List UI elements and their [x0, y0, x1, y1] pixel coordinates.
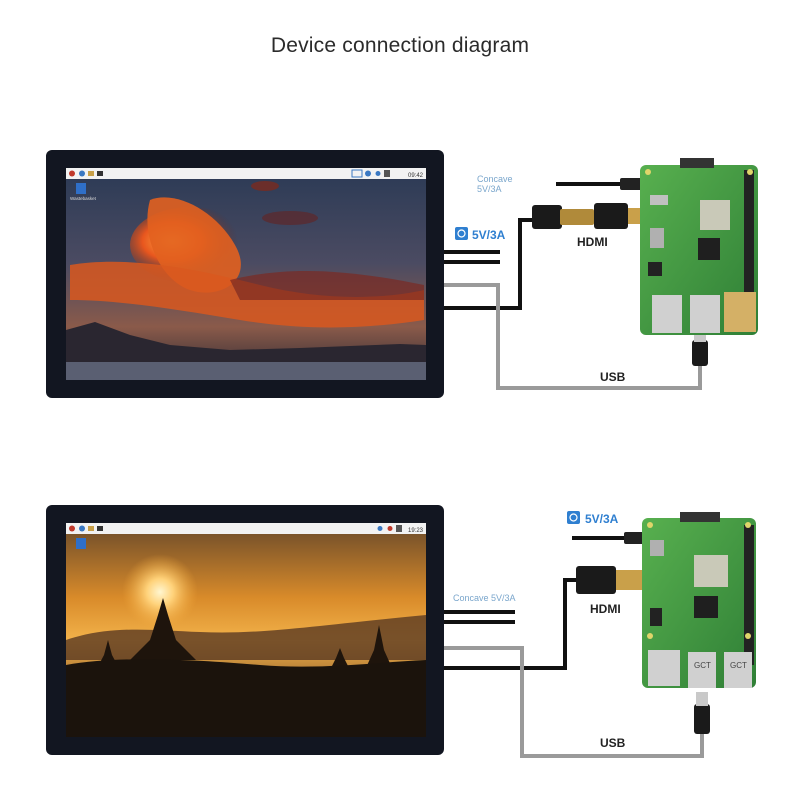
bottom-bluetooth-icon	[377, 526, 383, 531]
top-hdmi-plug	[532, 205, 562, 229]
diagram-title: Device connection diagram	[270, 34, 530, 57]
bottom-power-plug	[624, 532, 646, 544]
top-ram	[698, 238, 720, 260]
top-camera-connector	[680, 158, 714, 168]
top-setup: 09:42 Wastebasket	[46, 150, 758, 398]
bottom-power-badge: 5V/3A	[567, 511, 619, 526]
top-usb-label: USB	[600, 370, 626, 384]
top-power-icon	[455, 227, 468, 240]
top-taskbar	[66, 168, 426, 179]
top-concave-label-1: Concave	[477, 174, 513, 184]
bottom-browser-icon	[79, 525, 85, 532]
top-tray-icon	[351, 169, 363, 178]
top-hdmi-adapter-gold	[560, 209, 594, 225]
bottom-setup: 19:23 5V/3A	[46, 505, 756, 758]
bottom-network-icon	[387, 526, 393, 531]
bottom-gpio-header	[744, 525, 754, 665]
bottom-concave-label: Concave 5V/3A	[453, 593, 516, 603]
bottom-mount-hole-3	[647, 633, 653, 639]
top-usb-cable	[444, 283, 702, 390]
bottom-trash-icon	[76, 538, 86, 549]
bottom-hdmi-cable	[444, 578, 580, 670]
bottom-power-label: 5V/3A	[585, 512, 619, 526]
top-trash-label: Wastebasket	[70, 196, 97, 201]
top-ethernet-port	[724, 292, 756, 332]
bottom-usb-port-2	[724, 652, 752, 688]
top-trash-icon	[76, 183, 86, 194]
bottom-power-icon	[567, 511, 580, 524]
top-power-symbol	[457, 229, 466, 238]
top-usb-plug	[692, 340, 708, 366]
top-wifi-icon	[375, 171, 381, 176]
top-power-badge: 5V/3A	[455, 227, 506, 242]
bottom-hdmi-label: HDMI	[590, 602, 621, 616]
bottom-usbc-port	[650, 540, 664, 556]
bottom-usb-plug	[694, 704, 710, 734]
bottom-usb-port-label-1: GCT	[694, 661, 711, 670]
top-concave-label-2: 5V/3A	[477, 184, 502, 194]
top-browser-icon	[79, 170, 85, 177]
bottom-foreground-trees	[66, 659, 426, 737]
bottom-audio-port	[650, 608, 662, 626]
top-monitor: 09:42 Wastebasket	[46, 150, 444, 398]
bottom-pagoda-right	[365, 625, 393, 670]
bottom-pagoda-small	[330, 648, 350, 670]
top-mount-hole-1	[645, 169, 651, 175]
bottom-camera-connector	[680, 512, 720, 522]
bottom-usb-label: USB	[600, 736, 626, 750]
top-hdmi-adapter	[594, 203, 628, 229]
top-folder-icon	[88, 171, 94, 176]
top-cloud-small	[251, 181, 279, 191]
bottom-start-icon	[69, 525, 75, 532]
bottom-mount-hole-1	[647, 522, 653, 528]
top-gpio-header	[744, 170, 754, 310]
bottom-ram	[694, 596, 718, 618]
bottom-taskbar	[66, 523, 426, 534]
top-usb-port-2	[690, 295, 720, 333]
bottom-cables	[444, 532, 710, 758]
bottom-terminal-icon	[97, 526, 103, 531]
top-start-icon	[69, 170, 75, 177]
bottom-hdmi-plug	[576, 566, 616, 594]
bottom-pagoda-large	[130, 598, 196, 660]
bottom-usb-port-label-2: GCT	[730, 661, 747, 670]
bottom-mount-hole-2	[745, 522, 751, 528]
top-raspberry-pi	[640, 158, 758, 335]
bottom-clock: 19:23	[408, 528, 424, 534]
bottom-soc	[694, 555, 728, 587]
top-water	[66, 362, 426, 380]
bottom-monitor: 19:23	[46, 505, 444, 755]
top-hdmi-cable	[444, 218, 540, 310]
top-hdmi-port	[650, 228, 664, 248]
bottom-folder-icon	[88, 526, 94, 531]
top-cloud-dark	[230, 270, 424, 300]
top-volume-icon	[384, 170, 390, 177]
bottom-ethernet-port	[648, 650, 680, 686]
top-power-label: 5V/3A	[472, 228, 506, 242]
bottom-power-symbol	[569, 513, 578, 522]
bottom-usb-cable	[444, 646, 704, 758]
bottom-raspberry-pi: GCT GCT	[642, 512, 756, 688]
bottom-sun	[122, 554, 198, 630]
top-power-port	[650, 195, 668, 205]
top-terminal-icon	[97, 171, 103, 176]
bottom-usb-port-1	[688, 652, 716, 688]
top-mountains	[66, 322, 426, 362]
bottom-hdmi-connector	[616, 570, 644, 590]
top-cables	[444, 178, 708, 390]
top-cloud-streak	[262, 211, 318, 225]
top-concave-plug	[620, 178, 642, 190]
top-mount-hole-2	[747, 169, 753, 175]
bottom-volume-icon	[396, 525, 402, 532]
top-usb-port-1	[652, 295, 682, 333]
top-clock: 09:42	[408, 173, 424, 179]
bottom-mount-hole-4	[745, 633, 751, 639]
top-hdmi-label: HDMI	[577, 235, 608, 249]
top-bluetooth-icon	[365, 170, 371, 177]
top-soc	[700, 200, 730, 230]
bottom-usb-plug-metal	[696, 692, 708, 706]
top-audio-port	[648, 262, 662, 276]
